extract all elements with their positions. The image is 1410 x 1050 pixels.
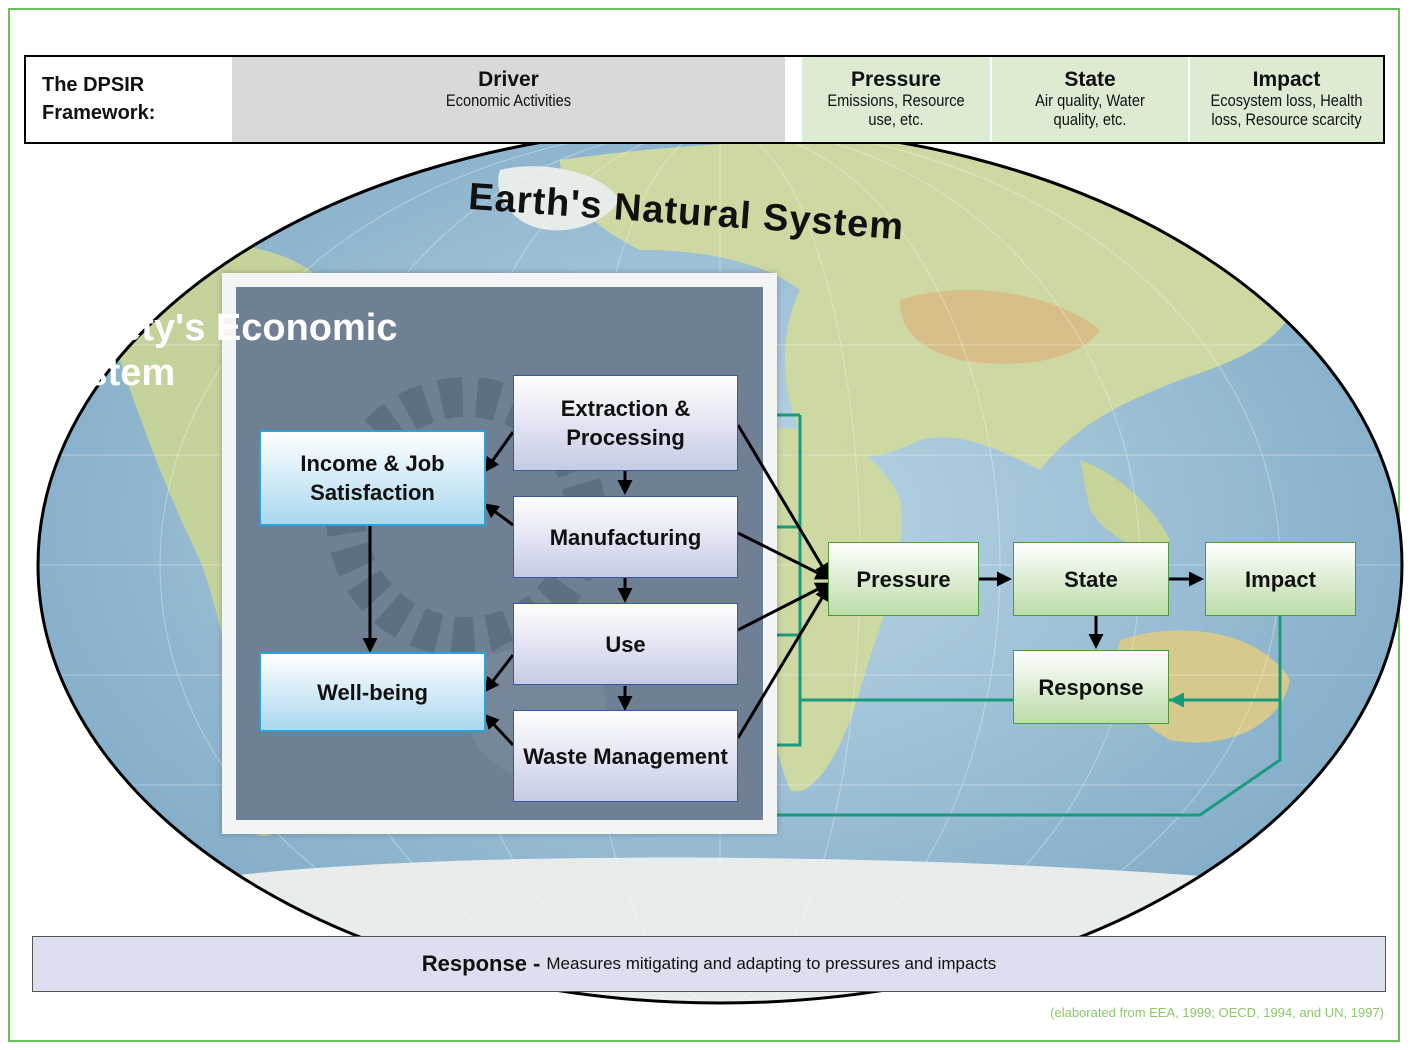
- response-bar-title: Response -: [421, 951, 541, 976]
- impact-subtitle-line1: Ecosystem loss, Health: [1210, 91, 1363, 110]
- driver-title: Driver: [478, 68, 539, 91]
- well-being-box: Well-being: [259, 652, 486, 732]
- state-subtitle-line2: quality, etc.: [1053, 110, 1127, 129]
- pressure-title: Pressure: [851, 68, 941, 91]
- header-state: State Air quality, Water quality, etc.: [992, 57, 1188, 142]
- impact-box: Impact: [1205, 542, 1356, 616]
- use-box: Use: [513, 603, 738, 685]
- impact-subtitle-line2: loss, Resource scarcity: [1211, 110, 1362, 129]
- header-pressure: Pressure Emissions, Resource use, etc.: [802, 57, 990, 142]
- header-driver: Driver Economic Activities: [232, 57, 785, 142]
- response-bar: Response - Measures mitigating and adapt…: [32, 936, 1386, 992]
- extraction-processing-box: Extraction & Processing: [513, 375, 738, 471]
- state-title: State: [1064, 68, 1116, 91]
- driver-subtitle: Economic Activities: [445, 91, 572, 110]
- state-subtitle-line1: Air quality, Water: [1035, 91, 1145, 110]
- citation: (elaborated from EEA, 1999; OECD, 1994, …: [1050, 1005, 1384, 1020]
- framework-label-line2: Framework:: [42, 102, 156, 124]
- header-impact: Impact Ecosystem loss, Health loss, Reso…: [1190, 57, 1383, 142]
- response-bar-text: Measures mitigating and adapting to pres…: [546, 954, 997, 973]
- society-title: Society's Economic System: [40, 307, 398, 394]
- header-framework-label: The DPSIR Framework:: [26, 57, 232, 142]
- pressure-subtitle-line1: Emissions, Resource: [827, 91, 965, 110]
- state-box: State: [1013, 542, 1169, 616]
- land-southeast-asia: [1080, 460, 1170, 549]
- framework-label-line1: The DPSIR: [42, 74, 145, 96]
- income-job-satisfaction-box: Income & Job Satisfaction: [259, 430, 486, 526]
- land-greenland: [498, 166, 620, 231]
- land-asia-highlands: [900, 290, 1100, 364]
- response-box: Response: [1013, 650, 1169, 724]
- dpsir-header: The DPSIR Framework: Driver Economic Act…: [24, 55, 1385, 144]
- waste-management-box: Waste Management: [513, 710, 738, 802]
- manufacturing-box: Manufacturing: [513, 496, 738, 578]
- pressure-subtitle-line2: use, etc.: [868, 110, 924, 129]
- impact-title: Impact: [1252, 68, 1321, 91]
- pressure-box: Pressure: [828, 542, 979, 616]
